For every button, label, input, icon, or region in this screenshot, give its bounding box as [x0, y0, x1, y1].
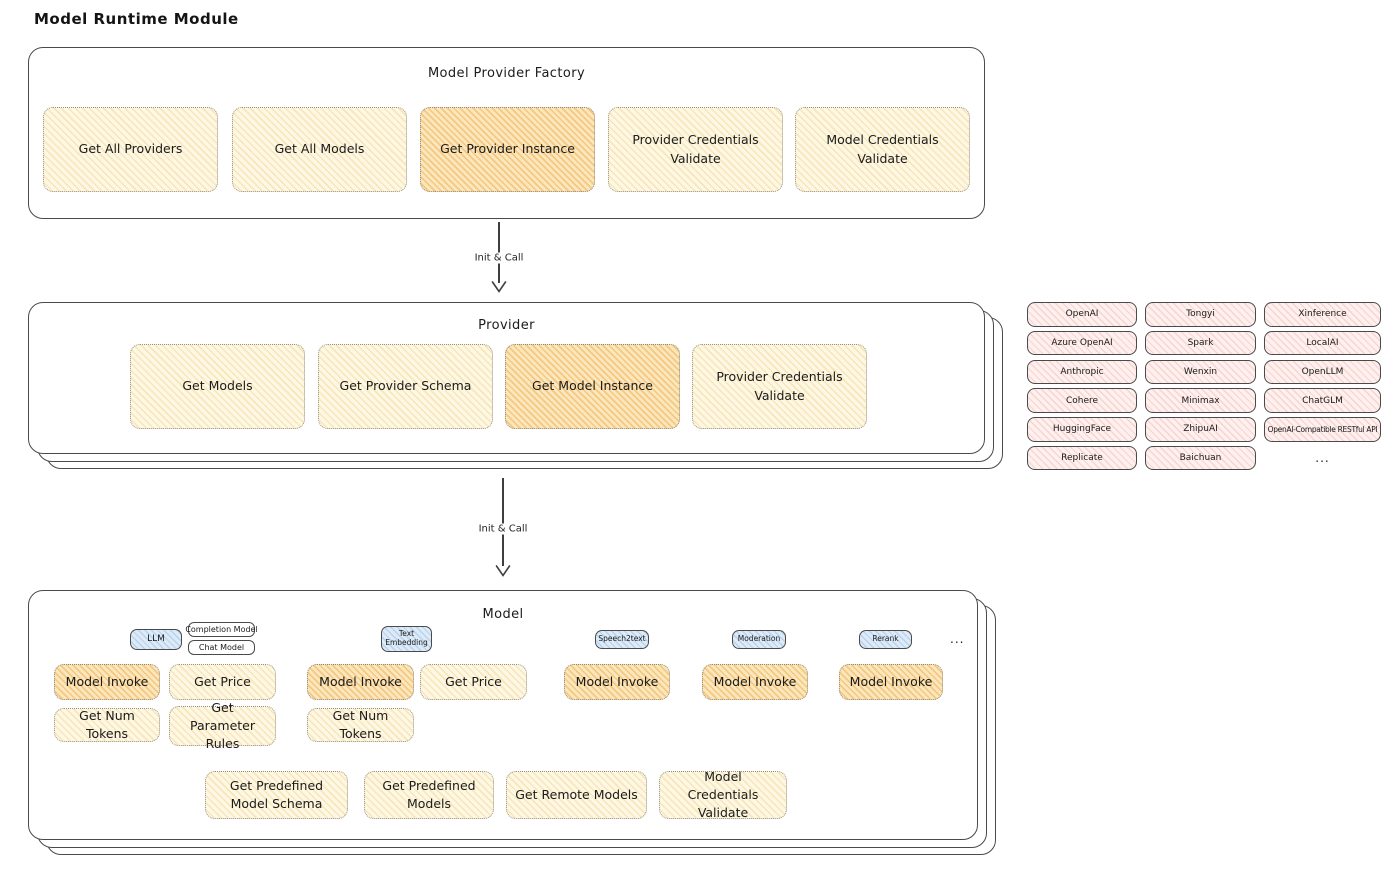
- providers-more-ellipsis: ...: [1315, 451, 1330, 466]
- provider-minimax: Minimax: [1145, 388, 1256, 413]
- provider-section: Provider Get Models Get Provider Schema …: [28, 302, 1003, 469]
- node-get-predefined-models: Get Predefined Models: [364, 771, 494, 819]
- provider-openllm: OpenLLM: [1264, 359, 1381, 385]
- provider-tongyi: Tongyi: [1145, 302, 1256, 327]
- model-tags-ellipsis: ...: [950, 632, 965, 646]
- node-get-remote-models: Get Remote Models: [506, 771, 647, 819]
- provider-anthropic: Anthropic: [1027, 359, 1137, 385]
- tag-text-embedding: Text Embedding: [381, 626, 432, 652]
- tag-llm: LLM: [130, 629, 182, 650]
- node-get-num-tokens-llm: Get Num Tokens: [54, 708, 160, 742]
- provider-title: Provider: [478, 318, 535, 333]
- provider-openai: OpenAI: [1027, 302, 1137, 327]
- arrow-provider-to-model-label: Init & Call: [473, 523, 533, 535]
- node-get-provider-instance: Get Provider Instance: [420, 107, 595, 192]
- tag-chat-model: Chat Model: [188, 640, 255, 655]
- arrow-provider-to-model-head: [495, 565, 511, 577]
- node-get-models: Get Models: [130, 344, 305, 429]
- node-get-provider-schema: Get Provider Schema: [318, 344, 493, 429]
- tag-completion-model: Completion Model: [185, 622, 258, 637]
- node-provider-credentials-validate-2: Provider Credentials Validate: [692, 344, 867, 429]
- node-get-price-llm: Get Price: [169, 664, 276, 700]
- node-get-all-providers: Get All Providers: [43, 107, 218, 192]
- provider-openai-compatible-restful-api: OpenAI-Compatible RESTful API: [1264, 417, 1381, 442]
- provider-baichuan: Baichuan: [1145, 445, 1256, 471]
- arrow-provider-to-model-line: [502, 478, 504, 566]
- model-section: Model LLM Completion Model Chat Model Te…: [28, 590, 996, 855]
- page-title: Model Runtime Module: [34, 10, 239, 28]
- provider-huggingface: HuggingFace: [1027, 417, 1137, 442]
- node-get-num-tokens-embedding: Get Num Tokens: [307, 708, 414, 742]
- providers-grid: OpenAI Tongyi Xinference Azure OpenAI Sp…: [1027, 302, 1381, 471]
- tag-speech2text: Speech2text: [595, 630, 649, 649]
- provider-wenxin: Wenxin: [1145, 359, 1256, 385]
- node-model-credentials-validate-2: Model Credentials Validate: [659, 769, 787, 820]
- node-get-price-embedding: Get Price: [420, 664, 527, 700]
- node-model-invoke-embedding: Model Invoke: [307, 664, 414, 700]
- node-model-invoke-speech2text: Model Invoke: [564, 664, 670, 700]
- node-model-invoke-llm: Model Invoke: [54, 664, 160, 700]
- tag-moderation: Moderation: [732, 630, 786, 649]
- provider-replicate: Replicate: [1027, 445, 1137, 471]
- node-model-invoke-moderation: Model Invoke: [702, 664, 808, 700]
- provider-xinference: Xinference: [1264, 302, 1381, 327]
- provider-localai: LocalAI: [1264, 330, 1381, 356]
- provider-zhipuai: ZhipuAI: [1145, 417, 1256, 442]
- node-get-all-models: Get All Models: [232, 107, 407, 192]
- node-get-parameter-rules: Get Parameter Rules: [169, 700, 276, 751]
- provider-chatglm: ChatGLM: [1264, 388, 1381, 413]
- node-model-invoke-rerank: Model Invoke: [839, 664, 943, 700]
- node-get-model-instance: Get Model Instance: [505, 344, 680, 429]
- node-get-predefined-model-schema: Get Predefined Model Schema: [205, 771, 348, 819]
- node-model-credentials-validate: Model Credentials Validate: [795, 107, 970, 192]
- arrow-factory-to-provider-label: Init & Call: [469, 252, 529, 264]
- factory-title: Model Provider Factory: [427, 66, 586, 81]
- arrow-factory-to-provider-head: [491, 281, 507, 293]
- tag-rerank: Rerank: [859, 630, 912, 649]
- model-provider-factory-section: Model Provider Factory Get All Providers…: [28, 47, 985, 219]
- node-provider-credentials-validate: Provider Credentials Validate: [608, 107, 783, 192]
- provider-azure-openai: Azure OpenAI: [1027, 330, 1137, 356]
- model-title: Model: [482, 607, 524, 622]
- provider-cohere: Cohere: [1027, 388, 1137, 413]
- provider-spark: Spark: [1145, 330, 1256, 356]
